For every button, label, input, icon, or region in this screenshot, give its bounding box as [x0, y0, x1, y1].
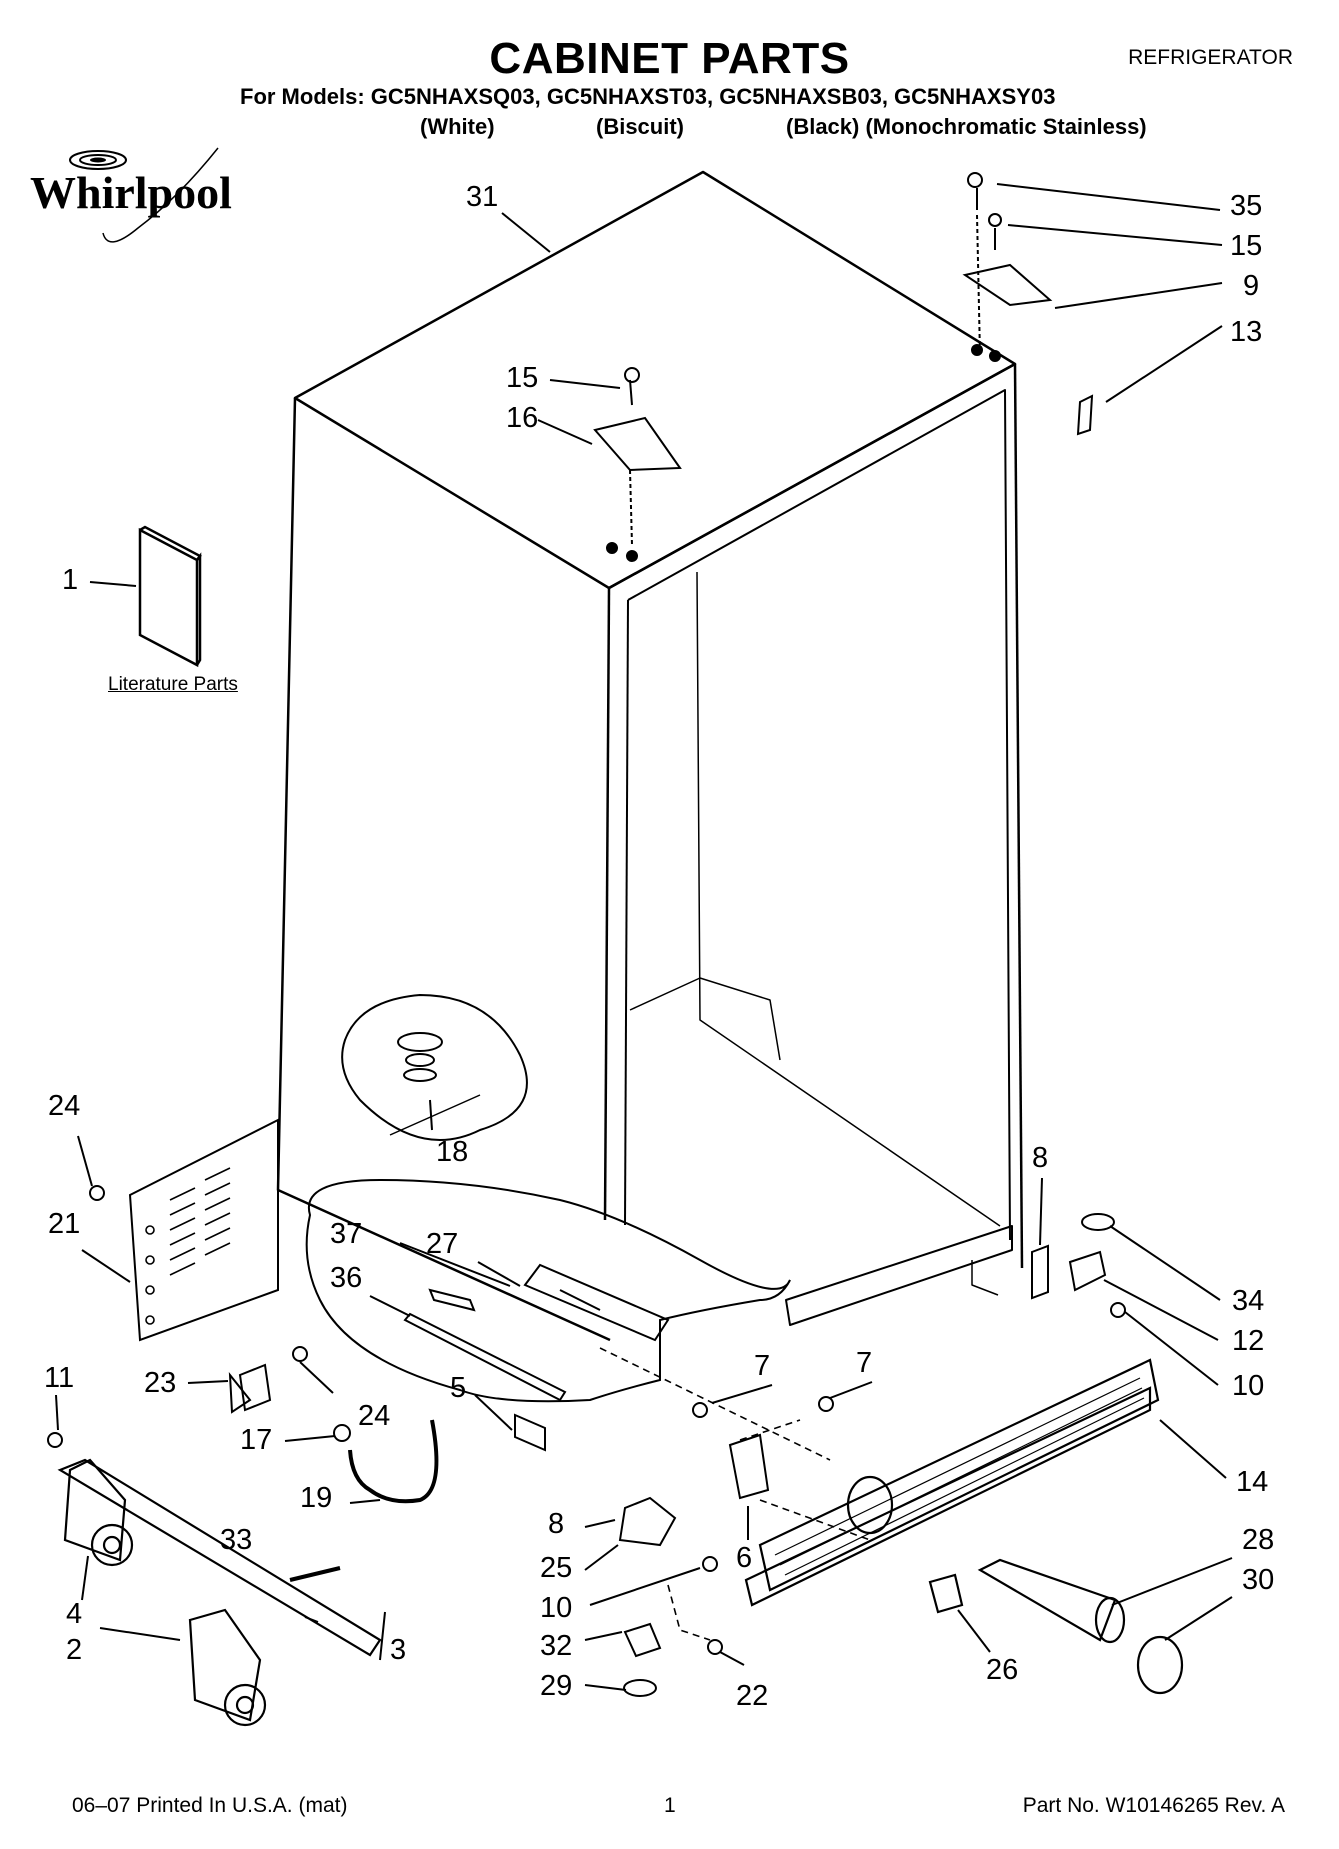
literature-book-icon: [138, 525, 202, 668]
callout-24-center: 24: [358, 1400, 391, 1432]
callout-19: 19: [300, 1482, 333, 1514]
callout-12: 12: [1232, 1325, 1265, 1357]
callout-7-right: 7: [856, 1347, 873, 1379]
callout-24-left: 24: [48, 1090, 81, 1122]
callout-34: 34: [1232, 1285, 1265, 1317]
roller-rod: [57, 1458, 382, 1657]
brand-logo-text: Whirlpool: [30, 167, 232, 218]
top-hinge-right: [962, 263, 1053, 307]
callout-8-right: 8: [1032, 1142, 1049, 1174]
hinge-cover: [728, 1433, 770, 1500]
hinge-plug: [1076, 394, 1094, 436]
part-number: Part No. W10146265 Rev. A: [1022, 1794, 1285, 1817]
callout-25: 25: [540, 1552, 573, 1584]
callout-30: 30: [1242, 1564, 1275, 1596]
filter-cap: [1136, 1635, 1184, 1695]
callout-31: 31: [466, 181, 499, 213]
page-number: 1: [664, 1794, 676, 1817]
callout-27: 27: [426, 1228, 459, 1260]
front-roller-bracket: [188, 1608, 262, 1722]
callout-1: 1: [62, 564, 79, 596]
callout-33: 33: [220, 1524, 253, 1556]
callout-36: 36: [330, 1262, 363, 1294]
callout-28: 28: [1242, 1524, 1275, 1556]
callout-18: 18: [436, 1136, 469, 1168]
bottom-hinge-left: [618, 1496, 677, 1547]
cabinet-shell: [293, 170, 1017, 590]
rear-access-panel: [128, 1118, 279, 1342]
defrost-drain-tube: [523, 1263, 670, 1342]
filter-bypass-plug: [928, 1573, 964, 1614]
cover-bracket: [238, 1363, 272, 1412]
print-info: 06–07 Printed In U.S.A. (mat): [72, 1794, 348, 1817]
base-grille: [744, 1358, 1160, 1607]
model-list: For Models: GC5NHAXSQ03, GC5NHAXST03, GC…: [240, 84, 1056, 109]
callout-21: 21: [48, 1208, 81, 1240]
callout-32: 32: [540, 1630, 573, 1662]
callout-22: 22: [736, 1680, 769, 1712]
water-filter: [977, 1558, 1117, 1642]
callout-16: 16: [506, 402, 539, 434]
water-valve-tube: [403, 1312, 567, 1402]
finish-biscuit: (Biscuit): [596, 114, 684, 139]
page-title: CABINET PARTS: [489, 34, 850, 83]
finish-black-stainless: (Black) (Monochromatic Stainless): [786, 114, 1147, 139]
callout-7-left: 7: [754, 1350, 771, 1382]
callout-29: 29: [540, 1670, 573, 1702]
callout-3: 3: [390, 1634, 407, 1666]
callout-15-center: 15: [506, 362, 539, 394]
callout-11: 11: [44, 1362, 75, 1394]
callout-35: 35: [1230, 190, 1263, 222]
callout-10-left: 10: [540, 1592, 573, 1624]
callout-13: 13: [1230, 316, 1263, 348]
appliance-category: REFRIGERATOR: [1128, 46, 1293, 69]
callout-17: 17: [240, 1424, 273, 1456]
literature-parts-label: Literature Parts: [108, 674, 238, 695]
callout-14: 14: [1236, 1466, 1269, 1498]
callout-8-left: 8: [548, 1508, 565, 1540]
bottom-hinge-right: [1068, 1250, 1107, 1292]
whirlpool-logo-icon: [69, 147, 219, 243]
callout-23: 23: [144, 1367, 177, 1399]
callout-5: 5: [450, 1372, 467, 1404]
callout-6: 6: [736, 1542, 753, 1574]
callout-37: 37: [330, 1218, 363, 1250]
top-hinge-center: [593, 416, 682, 472]
callout-26: 26: [986, 1654, 1019, 1686]
water-line-tube: [348, 1419, 439, 1504]
callout-10-right: 10: [1232, 1370, 1265, 1402]
callout-2: 2: [66, 1634, 83, 1666]
finish-white: (White): [420, 114, 495, 139]
callout-15-right: 15: [1230, 230, 1263, 262]
rear-roller-bracket: [63, 1458, 127, 1562]
callout-4: 4: [66, 1598, 83, 1630]
leveling-leg-detail: [341, 993, 528, 1141]
callout-9: 9: [1243, 270, 1260, 302]
